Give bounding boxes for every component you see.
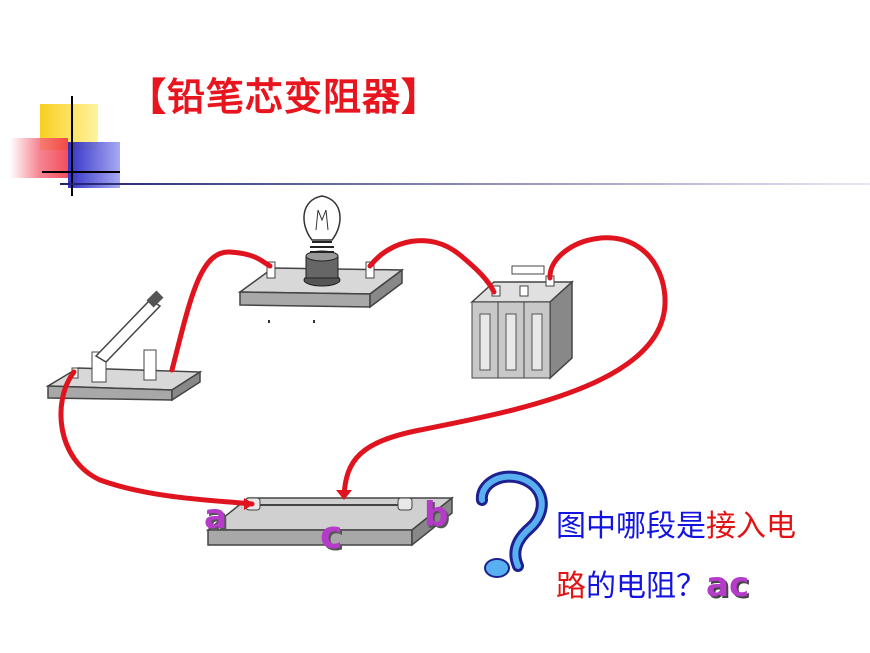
title-underline [60, 171, 870, 185]
question-line1-red: 接入电 [706, 509, 796, 544]
pencil-rheostat [205, 496, 455, 547]
lamp-board-marks [268, 320, 315, 323]
question-line2-red: 路 [556, 569, 586, 604]
question-text: 图中哪段是接入电 路的电阻？ac [556, 498, 796, 616]
wire-switch-to-rheostat [58, 369, 255, 507]
label-b: b [424, 495, 449, 535]
arrow-a [244, 498, 254, 510]
knife-switch [45, 290, 203, 402]
title-underline-line [60, 183, 870, 185]
lamp-board [237, 195, 405, 309]
question-line1-blue: 图中哪段是 [556, 509, 706, 544]
corner-decoration-graphic [10, 96, 120, 196]
label-c: c [320, 513, 343, 557]
battery-pack [470, 265, 574, 380]
answer-text: ac [706, 565, 750, 605]
arrow-c [336, 490, 352, 500]
wire-battery-to-rheostat [341, 235, 668, 499]
corner-decoration [0, 0, 120, 200]
wires [58, 235, 668, 507]
question-line-1: 图中哪段是接入电 [556, 498, 796, 556]
question-mark-icon [475, 470, 548, 578]
label-a: a [204, 497, 227, 537]
wire-switch-to-lamp [169, 249, 273, 373]
question-line-2: 路的电阻？ac [556, 556, 796, 616]
wire-lamp-to-battery [367, 238, 497, 295]
question-line2-blue: 的电阻？ [586, 569, 706, 604]
slide-title: 【铅笔芯变阻器】 [128, 75, 441, 119]
